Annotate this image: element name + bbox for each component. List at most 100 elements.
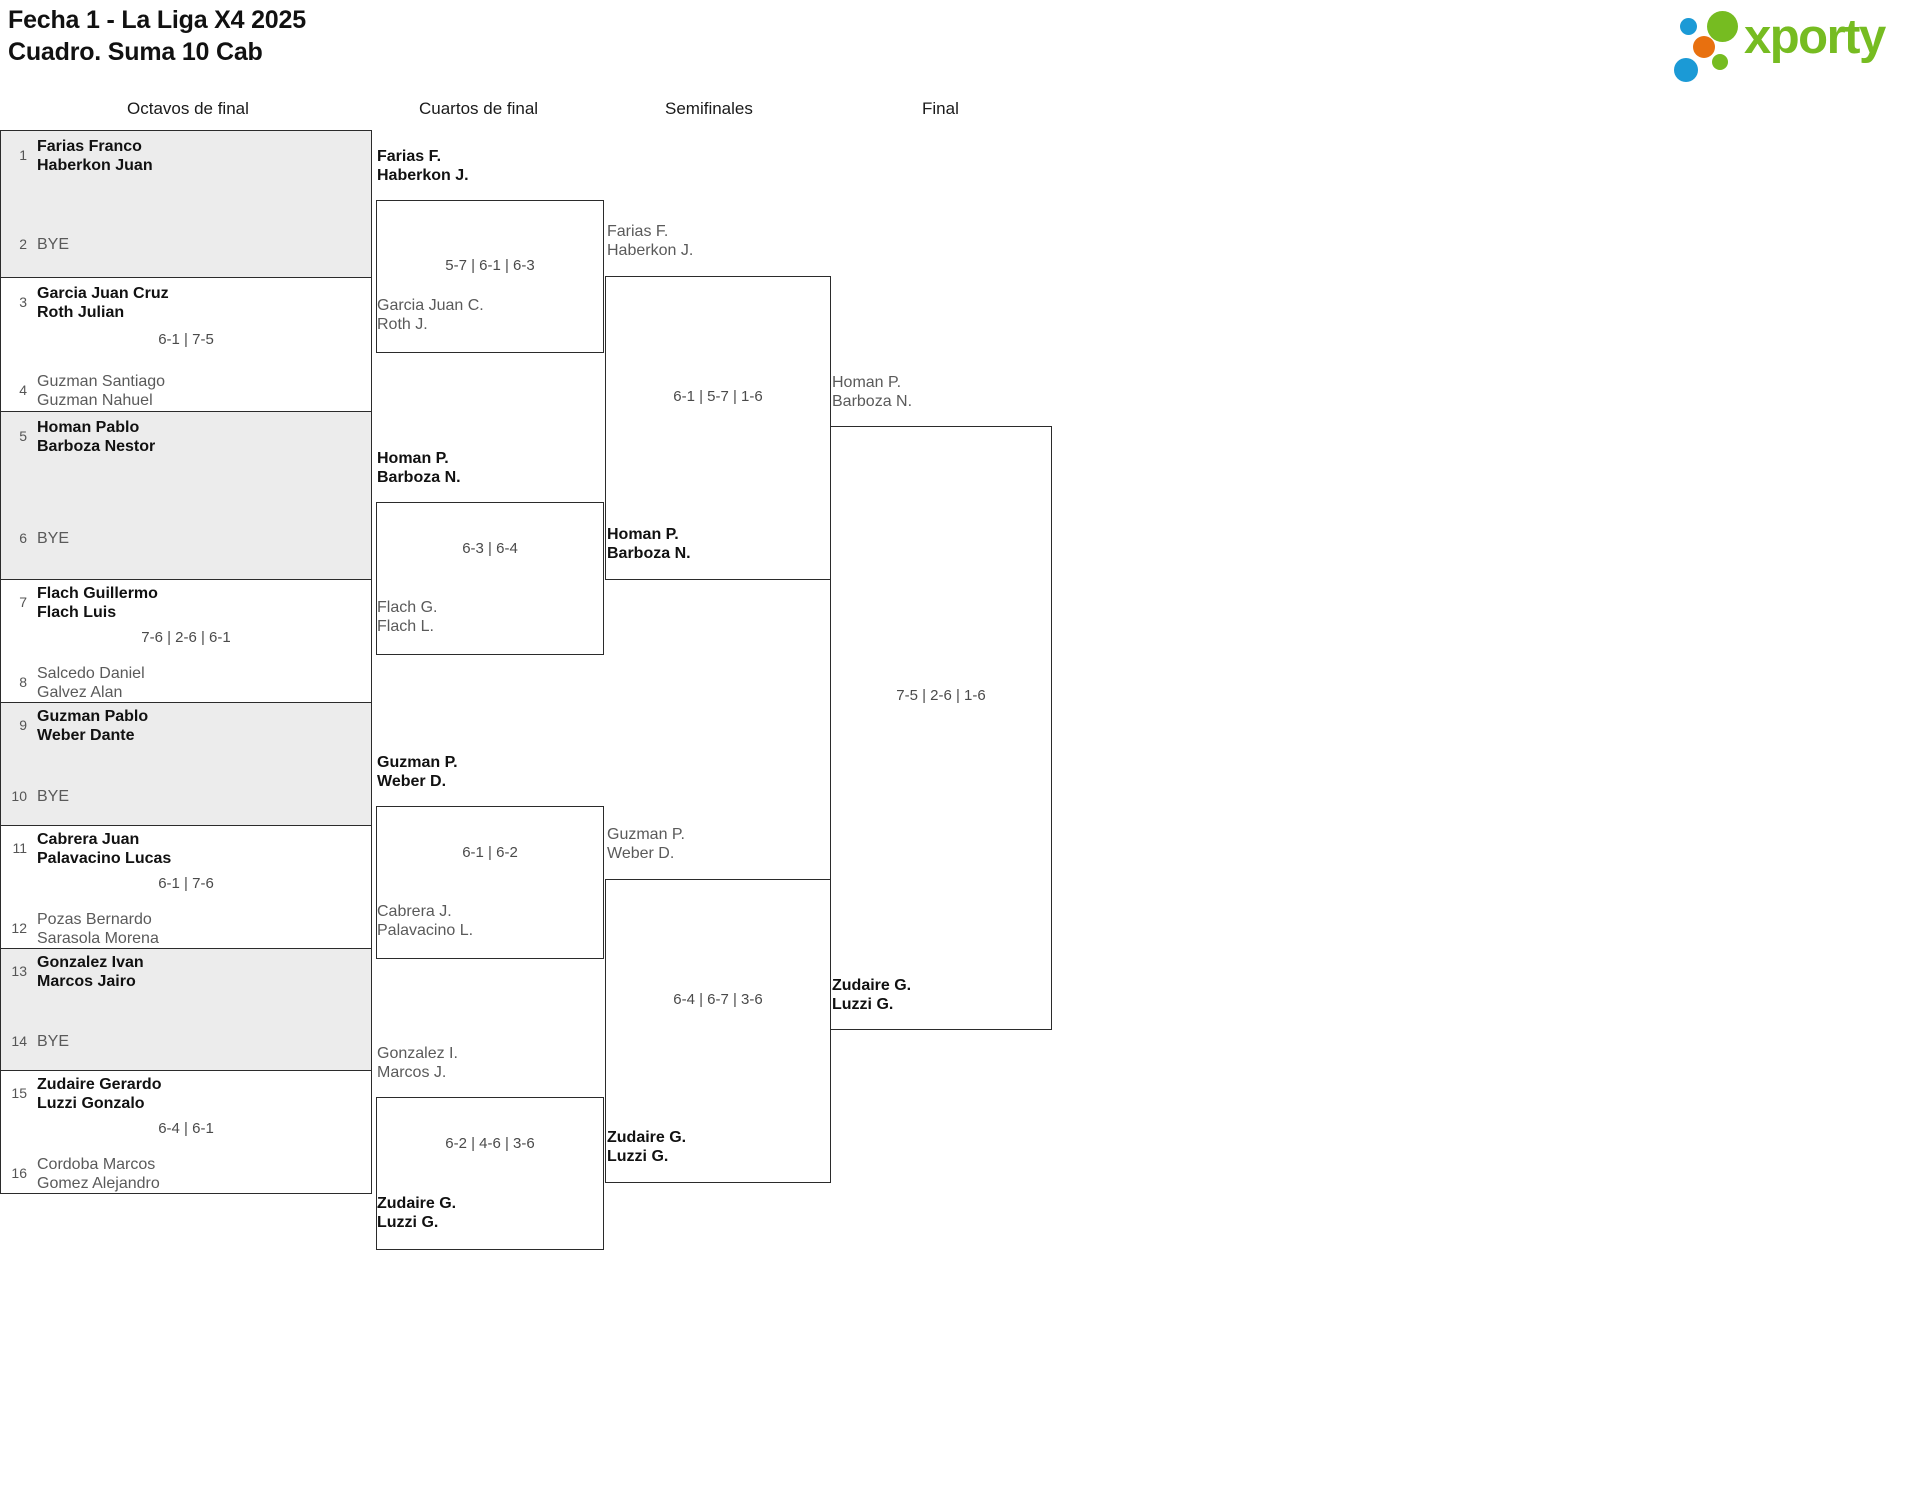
r2-label-below-2: Flach G. Flach L. <box>377 599 438 635</box>
r3-label-above-2: Guzman P. Weber D. <box>607 826 685 862</box>
r2-score-3: 6-1 | 6-2 <box>462 844 518 861</box>
logo-dots-icon <box>1674 10 1752 82</box>
r1-slot-top-8[interactable]: 15 Zudaire Gerardo Luzzi Gonzalo <box>1 1075 371 1113</box>
r3-label-above-1: Farias F. Haberkon J. <box>607 223 694 259</box>
r1-slot-bottom-4[interactable]: 8 Salcedo Daniel Galvez Alan <box>1 664 371 702</box>
r3-label-below-2: Zudaire G. Luzzi G. <box>607 1129 687 1165</box>
seed-number: 15 <box>11 1085 27 1101</box>
seed-number: 1 <box>19 147 27 163</box>
title-line-1: Fecha 1 - La Liga X4 2025 <box>8 6 306 34</box>
player-names: Garcia Juan Cruz Roth Julian <box>37 285 169 321</box>
r2-score-4: 6-2 | 4-6 | 3-6 <box>445 1135 535 1152</box>
r3-label-below-1: Homan P. Barboza N. <box>607 526 691 562</box>
r2-label-above-2: Homan P. Barboza N. <box>377 450 461 486</box>
round-1-column: 1 Farias Franco Haberkon Juan 2 BYE 3 Ga… <box>0 130 372 1194</box>
r4-label-below-1: Zudaire G. Luzzi G. <box>832 977 912 1013</box>
player-names: Cordoba Marcos Gomez Alejandro <box>37 1156 160 1192</box>
player-names: Guzman Pablo Weber Dante <box>37 708 149 744</box>
r2-match-3[interactable]: 6-1 | 6-2 <box>376 806 604 959</box>
player-names: Zudaire Gerardo Luzzi Gonzalo <box>37 1076 162 1112</box>
r1-slot-top-1[interactable]: 1 Farias Franco Haberkon Juan <box>1 137 371 175</box>
r1-match-2[interactable]: 3 Garcia Juan Cruz Roth Julian 6-1 | 7-5… <box>0 278 372 412</box>
r1-match-4[interactable]: 7 Flach Guillermo Flach Luis 7-6 | 2-6 |… <box>0 580 372 703</box>
xporty-logo: xporty <box>1674 8 1902 82</box>
r1-score: 7-6 | 2-6 | 6-1 <box>141 629 231 646</box>
round-header-octavos: Octavos de final <box>127 99 249 118</box>
r1-slot-bottom-7[interactable]: 14 BYE <box>1 1032 371 1051</box>
r1-score: 6-1 | 7-5 <box>158 331 214 348</box>
r1-score: 6-4 | 6-1 <box>158 1120 214 1137</box>
seed-number: 3 <box>19 294 27 310</box>
player-names: BYE <box>37 236 70 253</box>
r4-match-1[interactable]: 7-5 | 2-6 | 1-6 <box>830 426 1052 1030</box>
seed-number: 13 <box>11 963 27 979</box>
round-header-cuartos: Cuartos de final <box>419 99 539 118</box>
seed-number: 4 <box>19 382 27 398</box>
r2-match-2[interactable]: 6-3 | 6-4 <box>376 502 604 655</box>
r3-score-1: 6-1 | 5-7 | 1-6 <box>673 388 763 405</box>
r2-match-4[interactable]: 6-2 | 4-6 | 3-6 <box>376 1097 604 1250</box>
r3-match-1[interactable]: 6-1 | 5-7 | 1-6 <box>605 276 831 580</box>
r2-score-2: 6-3 | 6-4 <box>462 540 518 557</box>
r1-slot-top-2[interactable]: 3 Garcia Juan Cruz Roth Julian <box>1 284 371 322</box>
r1-match-1[interactable]: 1 Farias Franco Haberkon Juan 2 BYE <box>0 130 372 278</box>
tournament-title: Fecha 1 - La Liga X4 2025 Cuadro. Suma 1… <box>8 4 908 68</box>
player-names: BYE <box>37 1033 70 1050</box>
r1-slot-top-3[interactable]: 5 Homan Pablo Barboza Nestor <box>1 418 371 456</box>
r1-slot-bottom-3[interactable]: 6 BYE <box>1 529 371 548</box>
r1-slot-bottom-1[interactable]: 2 BYE <box>1 235 371 254</box>
round-header-semifinales: Semifinales <box>665 99 753 118</box>
r1-slot-top-6[interactable]: 11 Cabrera Juan Palavacino Lucas <box>1 830 371 868</box>
r3-match-2[interactable]: 6-4 | 6-7 | 3-6 <box>605 879 831 1183</box>
logo-dot-blue-small <box>1680 18 1697 35</box>
player-names: Salcedo Daniel Galvez Alan <box>37 665 145 701</box>
r1-match-3[interactable]: 5 Homan Pablo Barboza Nestor 6 BYE <box>0 412 372 580</box>
player-names: Gonzalez Ivan Marcos Jairo <box>37 954 144 990</box>
logo-dot-blue-large <box>1674 58 1698 82</box>
r2-label-below-4: Zudaire G. Luzzi G. <box>377 1195 457 1231</box>
seed-number: 14 <box>11 1033 27 1049</box>
r2-match-1[interactable]: 5-7 | 6-1 | 6-3 <box>376 200 604 353</box>
logo-dot-orange <box>1693 36 1715 58</box>
r1-slot-bottom-6[interactable]: 12 Pozas Bernardo Sarasola Morena <box>1 910 371 948</box>
seed-number: 5 <box>19 428 27 444</box>
r2-label-above-1: Farias F. Haberkon J. <box>377 148 469 184</box>
r1-match-6[interactable]: 11 Cabrera Juan Palavacino Lucas 6-1 | 7… <box>0 826 372 949</box>
r2-label-below-1: Garcia Juan C. Roth J. <box>377 297 484 333</box>
r2-score-1: 5-7 | 6-1 | 6-3 <box>445 257 535 274</box>
r4-label-above-1: Homan P. Barboza N. <box>832 374 913 410</box>
r2-label-below-3: Cabrera J. Palavacino L. <box>377 903 474 939</box>
r1-slot-bottom-8[interactable]: 16 Cordoba Marcos Gomez Alejandro <box>1 1155 371 1193</box>
r1-slot-top-7[interactable]: 13 Gonzalez Ivan Marcos Jairo <box>1 953 371 991</box>
logo-dot-green-small <box>1712 54 1728 70</box>
r2-label-above-3: Guzman P. Weber D. <box>377 754 458 790</box>
player-names: BYE <box>37 530 70 547</box>
player-names: Flach Guillermo Flach Luis <box>37 585 158 621</box>
r4-score-1: 7-5 | 2-6 | 1-6 <box>896 687 986 704</box>
r2-label-above-4: Gonzalez I. Marcos J. <box>377 1045 458 1081</box>
title-line-2: Cuadro. Suma 10 Cab <box>8 38 263 66</box>
r1-slot-bottom-5[interactable]: 10 BYE <box>1 787 371 806</box>
r1-match-5[interactable]: 9 Guzman Pablo Weber Dante 10 BYE <box>0 703 372 826</box>
seed-number: 2 <box>19 236 27 252</box>
seed-number: 7 <box>19 594 27 610</box>
r3-score-2: 6-4 | 6-7 | 3-6 <box>673 991 763 1008</box>
r1-slot-top-4[interactable]: 7 Flach Guillermo Flach Luis <box>1 584 371 622</box>
logo-wordmark: xporty <box>1744 10 1886 64</box>
seed-number: 9 <box>19 717 27 733</box>
seed-number: 16 <box>11 1165 27 1181</box>
logo-dot-green-large <box>1707 11 1738 42</box>
player-names: BYE <box>37 788 70 805</box>
r1-slot-bottom-2[interactable]: 4 Guzman Santiago Guzman Nahuel <box>1 372 371 410</box>
seed-number: 6 <box>19 530 27 546</box>
r1-match-8[interactable]: 15 Zudaire Gerardo Luzzi Gonzalo 6-4 | 6… <box>0 1071 372 1194</box>
player-names: Farias Franco Haberkon Juan <box>37 138 153 174</box>
player-names: Pozas Bernardo Sarasola Morena <box>37 911 159 947</box>
r1-score: 6-1 | 7-6 <box>158 875 214 892</box>
player-names: Cabrera Juan Palavacino Lucas <box>37 831 172 867</box>
r1-slot-top-5[interactable]: 9 Guzman Pablo Weber Dante <box>1 707 371 745</box>
seed-number: 8 <box>19 674 27 690</box>
seed-number: 10 <box>11 788 27 804</box>
r1-match-7[interactable]: 13 Gonzalez Ivan Marcos Jairo 14 BYE <box>0 949 372 1071</box>
